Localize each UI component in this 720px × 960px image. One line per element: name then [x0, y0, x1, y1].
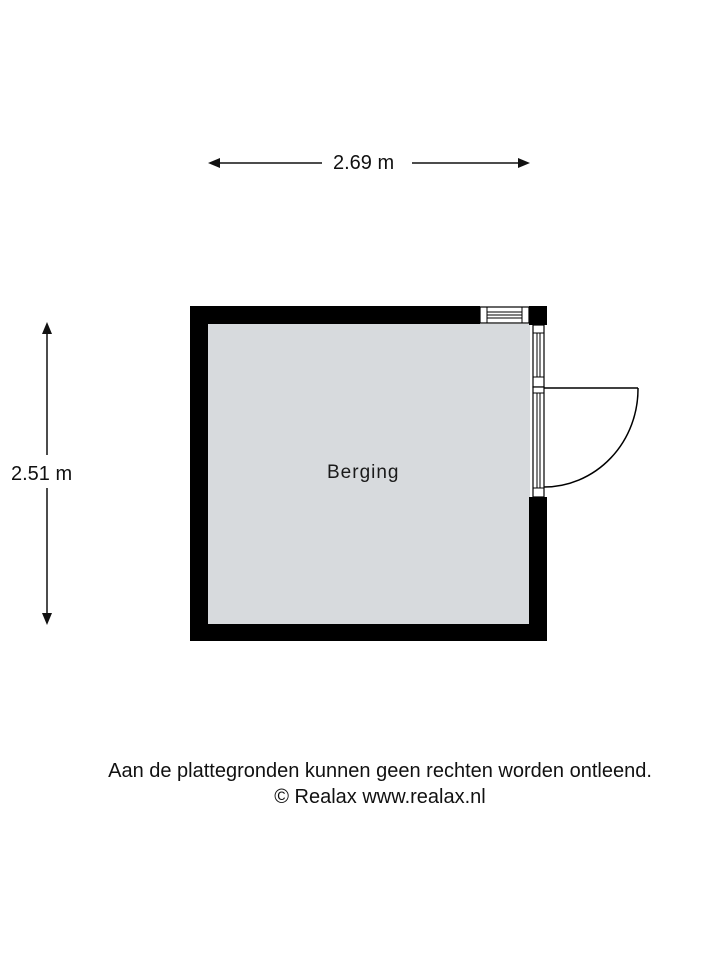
door-swing: [543, 387, 639, 488]
walls: [190, 306, 547, 641]
disclaimer-text: Aan de plattegronden kunnen geen rechten…: [108, 760, 652, 782]
room-floor: [208, 324, 530, 624]
copyright-text: © Realax www.realax.nl: [274, 786, 486, 808]
side-window: [532, 324, 545, 388]
width-dimension-arrow: [208, 158, 530, 168]
door-frame: [532, 386, 545, 498]
width-dimension-label: 2.69 m: [333, 152, 395, 174]
top-window: [479, 306, 530, 324]
height-dimension-label: 2.51 m: [11, 463, 73, 485]
height-dimension-arrow: [42, 322, 52, 625]
room-label: Berging: [327, 462, 400, 483]
